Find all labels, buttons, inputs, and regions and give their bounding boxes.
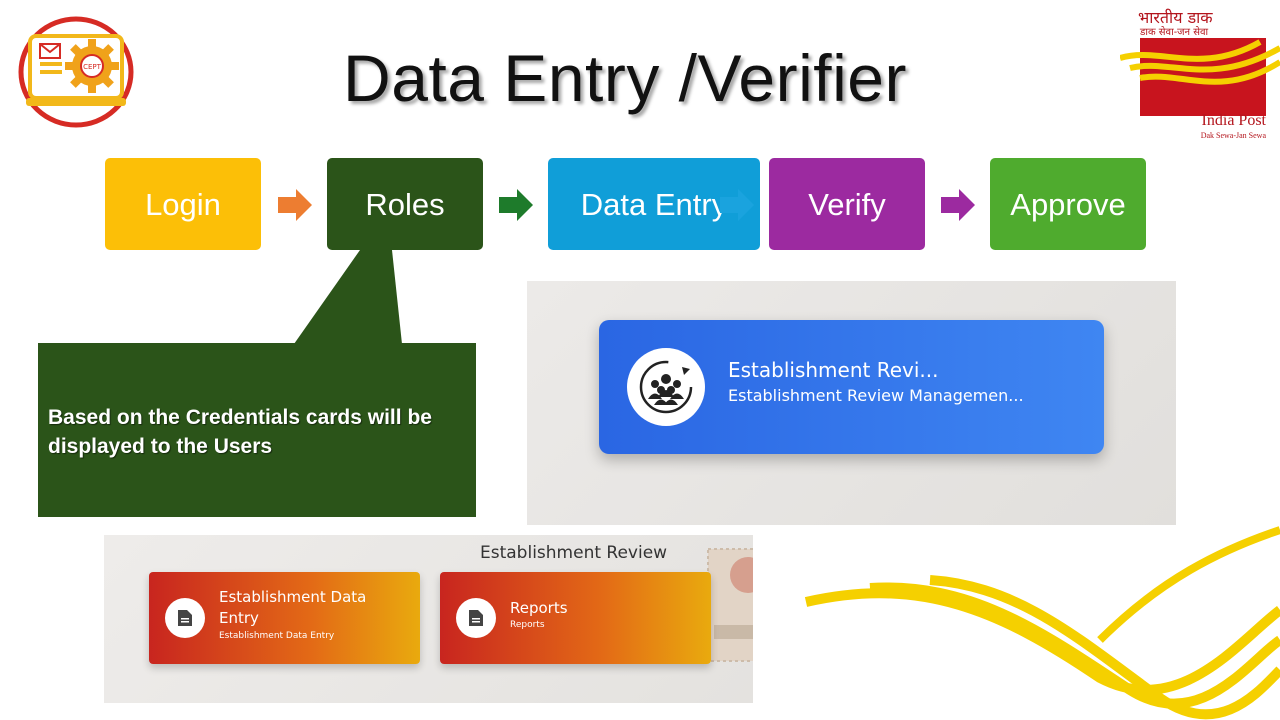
reports-tile[interactable]: Reports Reports: [440, 572, 711, 664]
flow-arrow-1-shape: [278, 189, 312, 221]
card-subtitle: Establishment Review Managemen...: [728, 386, 1024, 405]
slide-title: Data Entry /Verifier: [0, 40, 1250, 116]
tile-title: Establishment Data Entry: [219, 587, 399, 629]
tile-subtitle: Reports: [510, 620, 545, 630]
card-title: Establishment Revi...: [728, 358, 939, 382]
people-group-icon: [627, 348, 705, 426]
stamp-background-image: [704, 545, 753, 665]
flow-arrow-4-shape: [941, 189, 975, 221]
india-post-hindi-tagline: डाक सेवा-जन सेवा: [1140, 24, 1208, 38]
section-heading: Establishment Review: [480, 543, 667, 563]
document-icon: [165, 598, 205, 638]
roles-card-screenshot: Establishment Revi... Establishment Revi…: [527, 281, 1176, 525]
establishment-data-entry-tile[interactable]: Establishment Data Entry Establishment D…: [149, 572, 420, 664]
flow-arrow-3-icon: [720, 189, 754, 221]
establishment-review-card[interactable]: Establishment Revi... Establishment Revi…: [599, 320, 1104, 454]
flow-arrow-2-icon: [499, 189, 533, 221]
tile-title: Reports: [510, 598, 568, 619]
flow-arrow-1-icon: [278, 189, 312, 221]
flow-arrow-2-shape: [499, 189, 533, 221]
establishment-review-screenshot: Establishment Review Establishment Data …: [104, 535, 753, 703]
flow-step-verify: Verify: [769, 158, 925, 250]
decorative-swoosh-lines: [800, 520, 1280, 720]
india-post-tagline: Dak Sewa-Jan Sewa: [1160, 131, 1266, 140]
flow-step-login: Login: [105, 158, 261, 250]
callout-text: Based on the Credentials cards will be d…: [48, 403, 468, 461]
document-icon: [456, 598, 496, 638]
flow-arrow-4-icon: [941, 189, 975, 221]
india-post-name: India Post: [1160, 112, 1266, 130]
cept-logo: CEPT: [18, 14, 138, 132]
flow-arrow-3-shape: [720, 189, 754, 221]
flow-step-approve: Approve: [990, 158, 1146, 250]
tile-subtitle: Establishment Data Entry: [219, 631, 334, 641]
cept-logo-text: CEPT: [83, 63, 102, 71]
flow-step-roles: Roles: [327, 158, 483, 250]
